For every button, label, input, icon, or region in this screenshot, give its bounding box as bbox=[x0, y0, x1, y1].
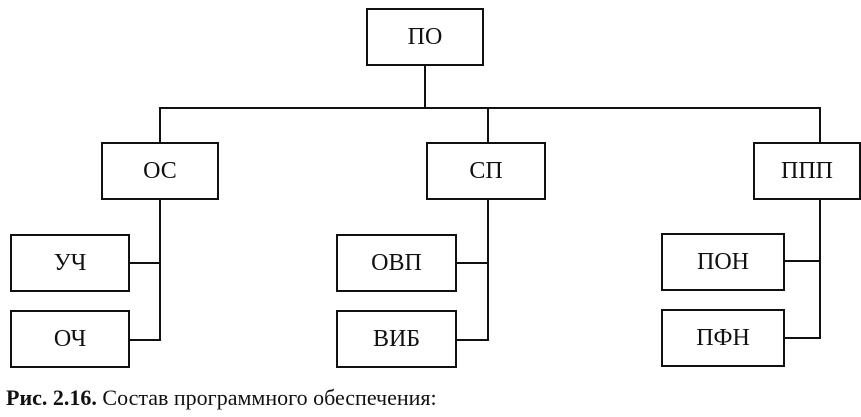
figure-caption-label: Рис. 2.16. bbox=[6, 385, 97, 410]
figure-caption: Рис. 2.16. Состав программного обеспечен… bbox=[6, 385, 856, 411]
node-uch: УЧ bbox=[10, 234, 130, 292]
connector-root-down bbox=[424, 64, 426, 108]
node-och: ОЧ bbox=[10, 310, 130, 368]
node-os: ОС bbox=[101, 142, 219, 200]
connector-to-sp bbox=[487, 107, 489, 144]
connector-vib bbox=[455, 339, 489, 341]
connector-ppp-down bbox=[819, 200, 821, 339]
node-vib: ВИБ bbox=[336, 310, 457, 368]
connector-uch bbox=[128, 262, 161, 264]
connector-top-bus bbox=[159, 107, 821, 109]
connector-och bbox=[128, 339, 161, 341]
node-root: ПО bbox=[366, 8, 484, 66]
node-pfn: ПФН bbox=[661, 309, 785, 367]
connector-os-down bbox=[159, 200, 161, 341]
connector-ovp bbox=[455, 262, 489, 264]
connector-sp-down bbox=[487, 200, 489, 341]
node-sp: СП bbox=[426, 142, 546, 200]
connector-to-os bbox=[159, 107, 161, 144]
connector-to-ppp bbox=[819, 107, 821, 144]
node-ovp: ОВП bbox=[336, 234, 457, 292]
figure-caption-text: Состав программного обеспечения: bbox=[96, 385, 437, 410]
node-ppp: ППП bbox=[753, 142, 861, 200]
connector-pon bbox=[783, 260, 821, 262]
connector-pfn bbox=[783, 337, 821, 339]
node-pon: ПОН bbox=[661, 233, 785, 291]
